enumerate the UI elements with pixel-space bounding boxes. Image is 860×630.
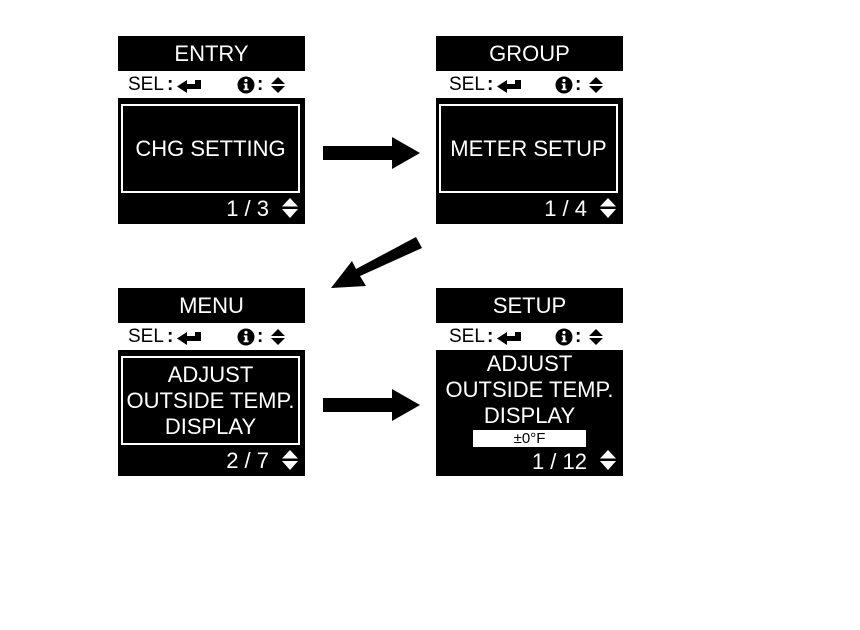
setting-text: ADJUST OUTSIDE TEMP. DISPLAY bbox=[436, 351, 623, 429]
sel-label: SEL bbox=[449, 74, 485, 95]
setting-line: DISPLAY bbox=[483, 403, 576, 428]
enter-arrow-icon bbox=[177, 80, 201, 93]
page-indicator: 1 / 12 bbox=[531, 449, 587, 474]
up-down-arrow-icon bbox=[271, 329, 285, 345]
menu-item-text: METER SETUP bbox=[450, 135, 607, 161]
screen-title: SETUP bbox=[436, 288, 623, 323]
menu-item-text: CHG SETTING bbox=[135, 135, 286, 161]
sel-info-bar: SEL : : bbox=[436, 71, 623, 98]
page-indicator: 2 / 7 bbox=[226, 448, 269, 473]
info-circle-icon bbox=[555, 76, 573, 94]
selection-frame: METER SETUP bbox=[439, 104, 618, 193]
setting-line: OUTSIDE TEMP. bbox=[445, 377, 614, 402]
up-down-arrow-icon bbox=[600, 450, 616, 470]
up-down-arrow-icon bbox=[271, 77, 285, 93]
arrow-group-to-menu bbox=[331, 237, 422, 288]
entry-screen: ENTRY SEL : : CHG SETTING 1 / 3 bbox=[118, 36, 305, 224]
up-down-arrow-icon bbox=[589, 329, 603, 345]
menu-screen: MENU SEL : : ADJUST OUTSIDE TEMP. DISPLA… bbox=[118, 288, 305, 476]
up-down-arrow-icon bbox=[282, 450, 298, 470]
sel-info-bar: SEL : : bbox=[118, 71, 305, 98]
enter-arrow-icon bbox=[177, 332, 201, 345]
arrow-menu-to-setup bbox=[323, 389, 420, 421]
menu-item-line: DISPLAY bbox=[164, 413, 257, 439]
sel-label: SEL bbox=[449, 326, 485, 347]
enter-arrow-icon bbox=[497, 80, 521, 93]
screen-body: CHG SETTING 1 / 3 bbox=[118, 98, 305, 224]
info-circle-icon bbox=[237, 76, 255, 94]
setup-screen: SETUP SEL : : ADJUST OUTSIDE TEMP. DISPL… bbox=[436, 288, 623, 476]
selection-frame: CHG SETTING bbox=[121, 104, 300, 193]
menu-item-line: ADJUST bbox=[167, 361, 254, 387]
menu-item-text: ADJUST OUTSIDE TEMP. DISPLAY bbox=[127, 362, 295, 440]
screen-body: ADJUST OUTSIDE TEMP. DISPLAY 2 / 7 bbox=[118, 350, 305, 476]
screen-title: ENTRY bbox=[118, 36, 305, 71]
screen-title: GROUP bbox=[436, 36, 623, 71]
info-circle-icon bbox=[237, 328, 255, 346]
page-indicator: 1 / 3 bbox=[226, 196, 269, 221]
up-down-arrow-icon bbox=[282, 198, 298, 218]
setting-value: ±0°F bbox=[473, 430, 586, 447]
setting-line: ADJUST bbox=[486, 351, 573, 376]
sel-label: SEL bbox=[128, 74, 164, 95]
arrow-entry-to-group bbox=[323, 137, 420, 169]
sel-info-bar: SEL : : bbox=[118, 323, 305, 350]
group-screen: GROUP SEL : : METER SETUP 1 / 4 bbox=[436, 36, 623, 224]
menu-item-line: OUTSIDE TEMP. bbox=[126, 387, 295, 413]
screen-body: ADJUST OUTSIDE TEMP. DISPLAY ±0°F 1 / 12 bbox=[436, 350, 623, 476]
page-indicator: 1 / 4 bbox=[544, 196, 587, 221]
sel-info-bar: SEL : : bbox=[436, 323, 623, 350]
info-circle-icon bbox=[555, 328, 573, 346]
enter-arrow-icon bbox=[497, 332, 521, 345]
up-down-arrow-icon bbox=[589, 77, 603, 93]
up-down-arrow-icon bbox=[600, 198, 616, 218]
screen-title: MENU bbox=[118, 288, 305, 323]
screen-body: METER SETUP 1 / 4 bbox=[436, 98, 623, 224]
sel-label: SEL bbox=[128, 326, 164, 347]
selection-frame: ADJUST OUTSIDE TEMP. DISPLAY bbox=[121, 356, 300, 445]
